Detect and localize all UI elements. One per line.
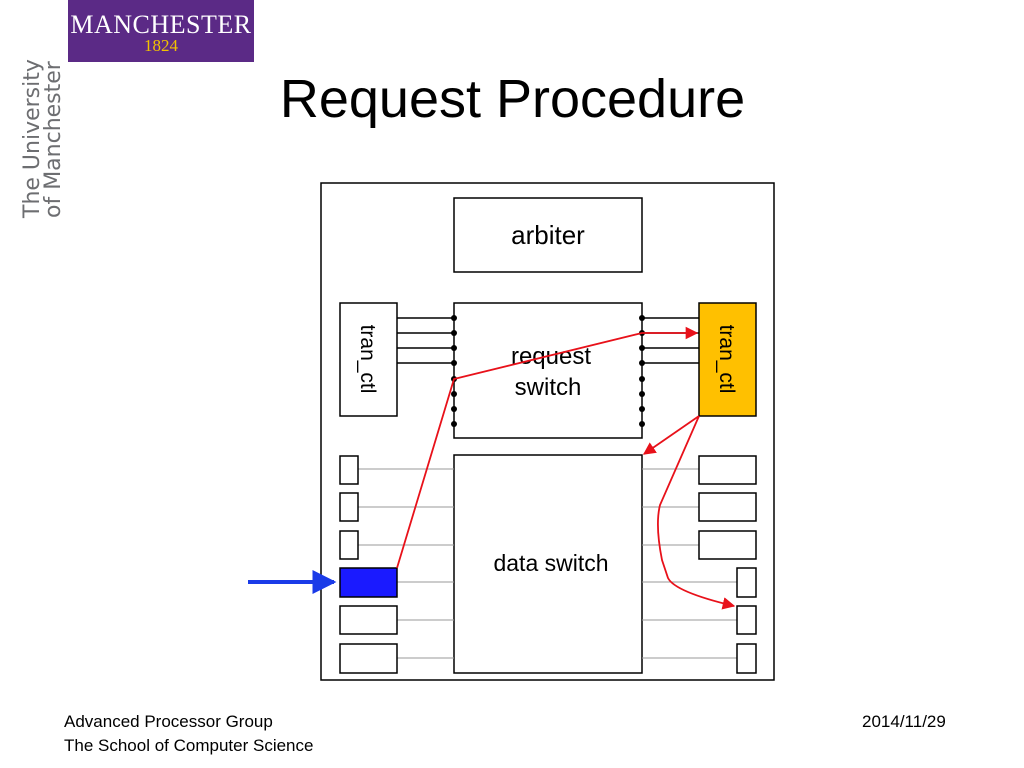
left-port-6 <box>339 643 398 674</box>
tran-ctl-left-box <box>339 302 398 417</box>
request-switch-box <box>453 302 643 439</box>
request-switch-dots-left <box>451 315 457 427</box>
right-port-4 <box>736 567 757 598</box>
left-port-5 <box>339 605 398 635</box>
left-port-2 <box>339 492 359 522</box>
slide-title-text: Request Procedure <box>279 69 746 129</box>
arbiter-box <box>453 197 643 273</box>
tran-ctl-right-label: tran_ctl <box>715 325 738 394</box>
left-ports <box>339 455 398 674</box>
data-switch-box <box>453 454 643 674</box>
footer-line-2: The School of Computer Science <box>64 736 314 755</box>
right-ports <box>698 455 757 674</box>
footer-organisation: Advanced Processor Group The School of C… <box>64 710 313 758</box>
right-port-6 <box>736 643 757 674</box>
logo-year: 1824 <box>144 36 178 55</box>
right-port-5 <box>736 605 757 635</box>
left-port-3 <box>339 530 359 560</box>
right-port-2 <box>698 492 757 522</box>
data-wires-right <box>642 468 737 659</box>
logo-wordmark: MANCHESTER <box>70 10 252 39</box>
request-wires-left <box>397 317 454 364</box>
right-port-1 <box>698 455 757 485</box>
request-wires-right <box>642 317 699 364</box>
outer-frame <box>320 182 775 681</box>
data-wires-left <box>358 468 454 659</box>
footer-line-1: Advanced Processor Group <box>64 712 273 731</box>
slide-title: Request Procedure <box>0 68 1024 130</box>
left-port-4-active <box>339 567 398 598</box>
request-path-to-data-switch <box>642 415 700 455</box>
data-switch-label: data switch <box>493 550 608 576</box>
request-switch-label-1: request <box>511 343 591 370</box>
footer-date: 2014/11/29 <box>862 712 946 731</box>
request-path-to-output <box>657 415 736 610</box>
request-path <box>396 326 736 610</box>
tran-ctl-left-label: tran_ctl <box>356 325 379 394</box>
request-path-to-switch <box>396 326 699 569</box>
request-switch-dots-right <box>639 315 645 427</box>
left-port-1 <box>339 455 359 485</box>
manchester-logo: MANCHESTER 1824 <box>68 0 254 62</box>
request-switch-label-2: switch <box>515 374 582 401</box>
tran-ctl-right-box <box>698 302 757 417</box>
right-port-3 <box>698 530 757 560</box>
arbiter-label: arbiter <box>511 220 585 250</box>
